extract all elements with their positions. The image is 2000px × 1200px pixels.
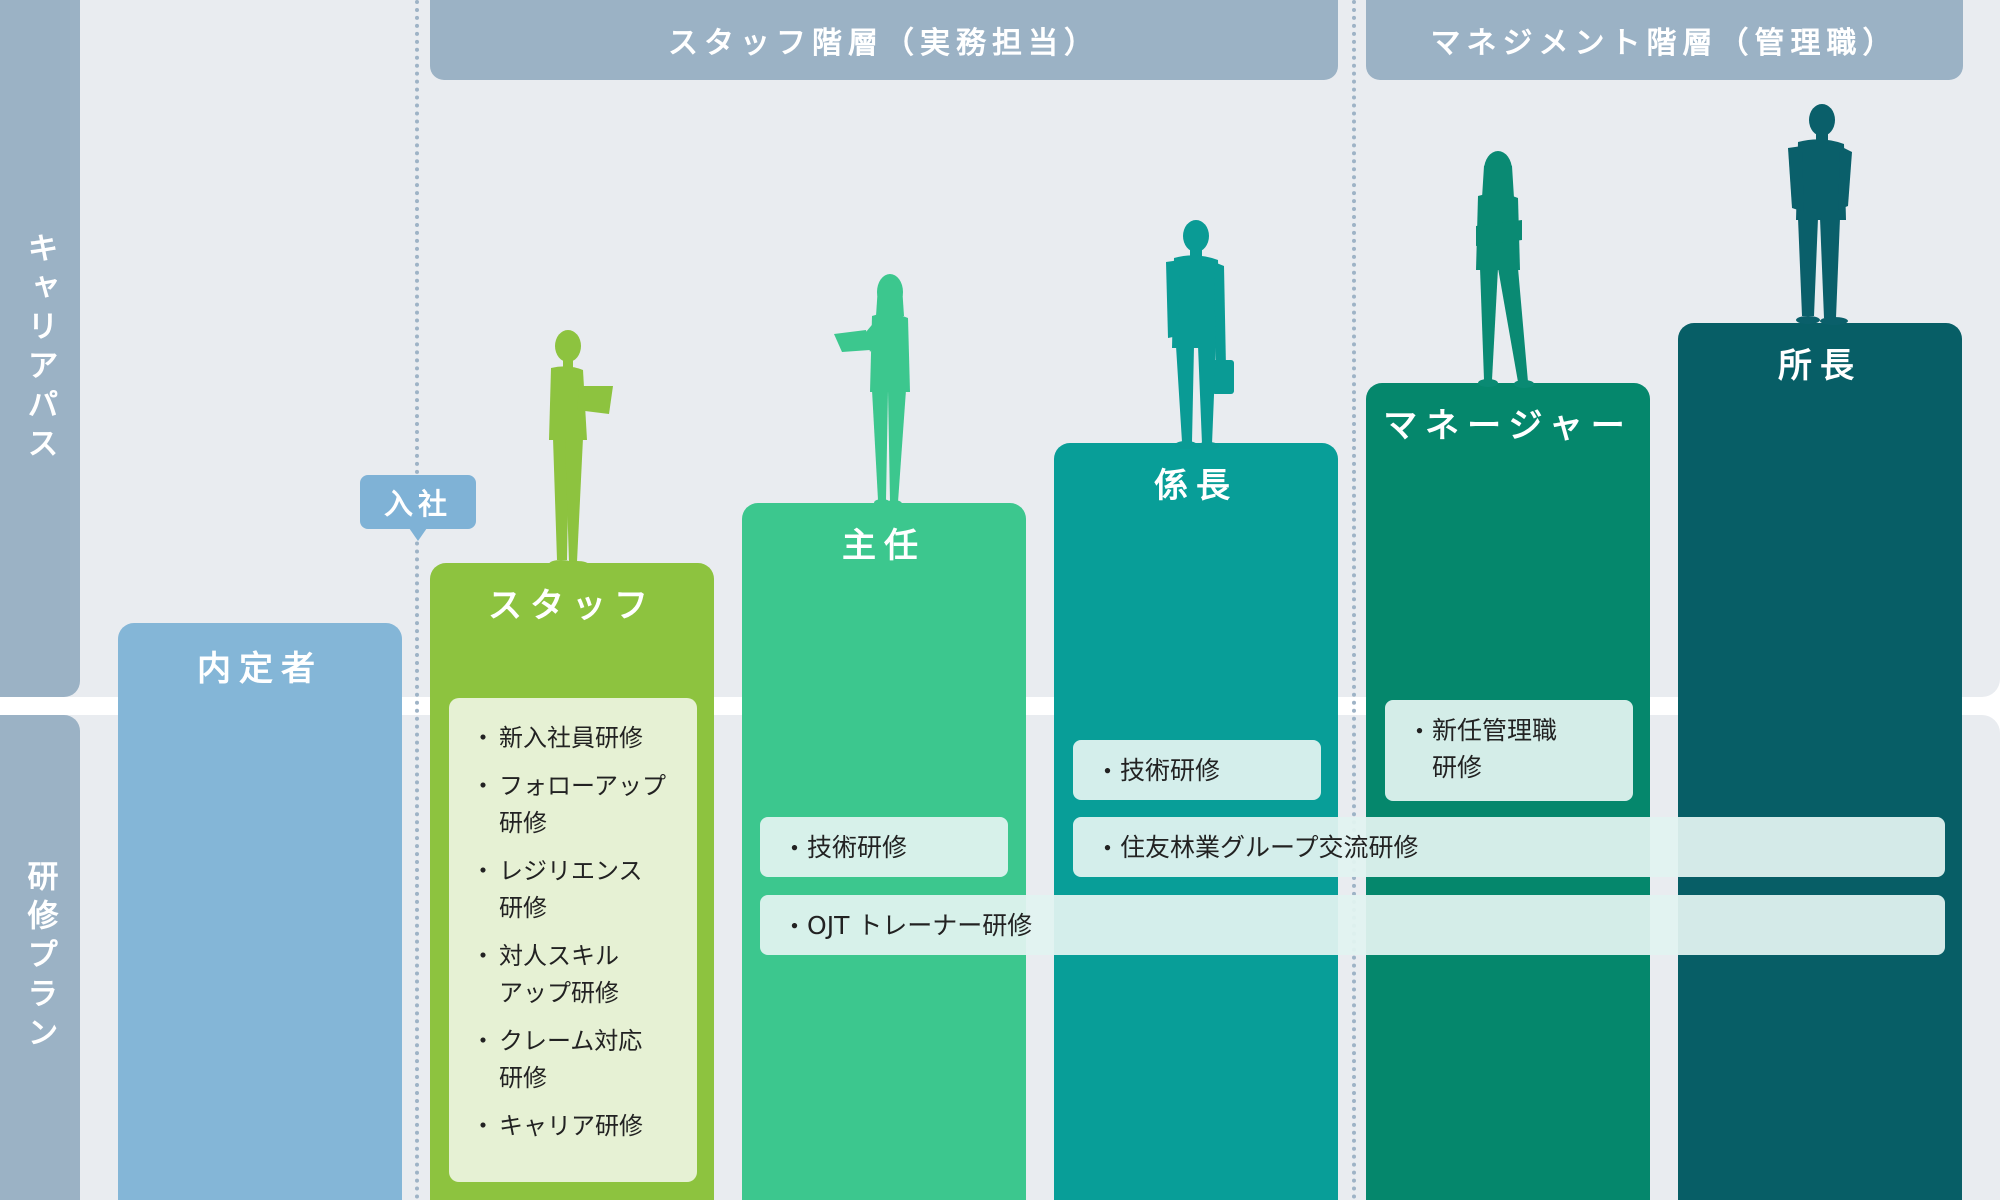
column-naiteisha: 内定者 [118,623,402,1200]
training-label: OJT トレーナー研修 [807,910,1033,940]
column-label-naiteisha: 内定者 [197,649,323,689]
column-shocho: 所長 [1678,323,1962,1200]
column-label-kakaricho: 係長 [1154,466,1238,506]
career-path-label: キャリアパス [0,0,80,697]
divider-entry [415,0,419,1200]
businessman-hands-in-pockets-icon [1788,104,1852,325]
training-item: 対人スキル アップ研修 [449,938,697,1012]
training-item: フォローアップ 研修 [449,768,697,842]
businessman-reading-icon [549,330,613,568]
training-label: 技術研修 [1120,755,1221,785]
training-item: 新入社員研修 [449,720,697,757]
training-group-exchange: 住友林業グループ交流研修 [1073,817,1945,877]
divider-management [1352,0,1356,1200]
column-label-manager: マネージャー [1383,406,1633,446]
businessman-briefcase-icon [1166,220,1234,450]
training-shunin-tech: 技術研修 [760,817,1008,877]
training-label: 新任管理職 研修 [1432,716,1558,782]
businesswoman-document-icon [834,274,910,508]
training-item: キャリア研修 [449,1108,697,1145]
training-new-manager: 新任管理職 研修 [1385,700,1633,801]
training-item: レジリエンス 研修 [449,853,697,927]
header-management-tier: マネジメント階層（管理職） [1366,0,1963,80]
staff-training-list: 新入社員研修 フォローアップ 研修 レジリエンス 研修 対人スキル アップ研修 … [449,698,697,1182]
training-plan-label: 研修プラン [0,715,80,1200]
businesswoman-arms-crossed-icon [1476,151,1534,388]
training-label: 住友林業グループ交流研修 [1120,832,1419,862]
training-kakaricho-tech: 技術研修 [1073,740,1321,800]
column-label-shunin: 主任 [842,526,926,566]
training-label: 技術研修 [807,832,908,862]
training-item: クレーム対応 研修 [449,1023,697,1097]
entry-callout: 入社 [360,475,476,541]
column-label-shocho: 所長 [1778,346,1862,386]
header-staff-tier: スタッフ階層（実務担当） [430,0,1338,80]
column-label-staff: スタッフ [488,586,656,626]
training-ojt-trainer: OJT トレーナー研修 [760,895,1945,955]
